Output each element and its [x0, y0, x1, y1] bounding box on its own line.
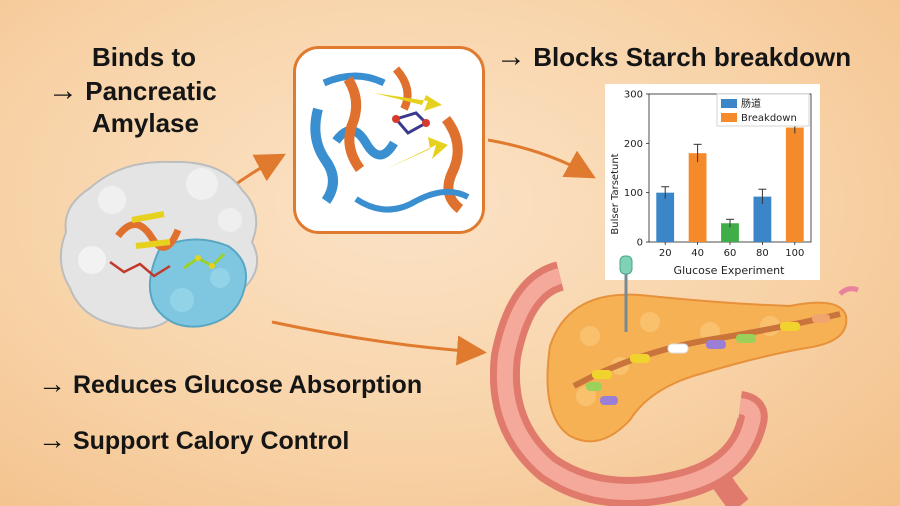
- enzyme-blue-domain: [148, 238, 247, 328]
- bar-80: [753, 196, 772, 242]
- arrow-icon: →: [38, 424, 66, 455]
- chart-xlabel: Glucose Experiment: [674, 264, 786, 277]
- support-label-row: → Support Calory Control: [38, 424, 349, 456]
- bar-60: [721, 223, 739, 242]
- binds-label-line3: Amylase: [92, 108, 199, 138]
- enzyme-ribbon-yellow: [131, 211, 171, 249]
- arrow-ribbon-to-chart: [487, 138, 596, 179]
- pancreas-tail: [838, 286, 859, 296]
- intestine-tube: [712, 475, 749, 506]
- x-tick-label: 80: [756, 248, 769, 259]
- binds-label-line1: Binds to: [92, 42, 196, 72]
- protein-structure-box: [293, 46, 485, 234]
- x-tick-label: 20: [659, 248, 672, 259]
- enzyme-ribbon-orange: [115, 221, 182, 251]
- arrow-icon: →: [48, 74, 78, 107]
- support-label: Support Calory Control: [72, 427, 350, 455]
- reduces-label: Reduces Glucose Absorption: [72, 371, 423, 399]
- probe-tip: [619, 255, 633, 275]
- chart-bars: [656, 121, 804, 242]
- arrow-icon: →: [496, 40, 526, 73]
- pancreas-body: [546, 293, 848, 443]
- binds-label-line2-row: → Pancreatic: [48, 74, 217, 108]
- pancreatic-duct: [572, 311, 841, 389]
- legend-label-2: Breakdown: [741, 113, 797, 124]
- protein-ribbon-illustration: [310, 66, 470, 213]
- arrow-icon: →: [38, 368, 66, 399]
- y-tick-label: 300: [624, 90, 643, 101]
- bar-100: [785, 127, 804, 242]
- binds-label-line2: Pancreatic: [85, 76, 217, 106]
- legend-swatch-2: [721, 113, 737, 122]
- chart-ylabel: Bulser Tarsetunt: [610, 153, 621, 234]
- x-tick-label: 100: [785, 248, 804, 259]
- reduces-label-row: → Reduces Glucose Absorption: [38, 368, 422, 400]
- y-tick-label: 100: [624, 188, 643, 199]
- x-tick-label: 40: [691, 248, 704, 259]
- bar-20: [656, 192, 675, 242]
- arrow-enzyme-to-pancreas: [271, 320, 487, 366]
- ligand-sticks: [109, 260, 171, 278]
- blocks-label: Blocks Starch breakdown: [533, 42, 852, 72]
- bar-chart: 0 100 200 300 20 40 60 80 100 Bulser Tarsetunt G…: [610, 90, 812, 277]
- enzyme-surface-illustration: [59, 160, 259, 330]
- duodenum-inner: [496, 268, 761, 500]
- bar-chart-panel: 0 100 200 300 20 40 60 80 100 Bulser Tarsetunt G…: [605, 84, 820, 280]
- bar-40: [688, 153, 707, 242]
- x-tick-label: 60: [724, 248, 737, 259]
- chart-ticks: 0 100 200 300 20 40 60 80 100: [624, 90, 804, 260]
- legend-label-1: 肠道: [741, 97, 761, 110]
- chart-legend: 肠道 Breakdown: [716, 93, 810, 127]
- legend-swatch-1: [721, 99, 737, 108]
- y-tick-label: 200: [624, 139, 643, 150]
- y-tick-label: 0: [637, 238, 643, 249]
- blocks-label-row: → Blocks Starch breakdown: [496, 40, 851, 74]
- pancreas-duodenum-illustration: [490, 255, 859, 506]
